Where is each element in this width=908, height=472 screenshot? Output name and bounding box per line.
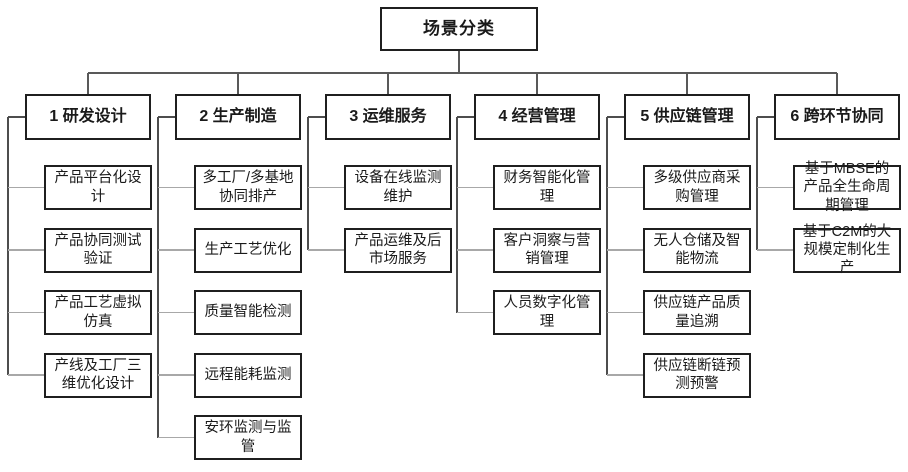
- leaf-node-2-3: 质量智能检测: [194, 290, 302, 335]
- leaf-node-3-1: 设备在线监测维护: [344, 165, 452, 210]
- category-node-3: 3 运维服务: [325, 94, 451, 140]
- connector-top-bus: [88, 72, 837, 74]
- leaf-node-4-2: 客户洞察与营销管理: [493, 227, 601, 273]
- connector-header-stub-1: [8, 116, 25, 118]
- connector-leaf-stub-5-2: [607, 249, 643, 251]
- connector-leaf-stub-2-5: [158, 436, 194, 439]
- connector-leaf-stub-4-2: [457, 249, 493, 251]
- connector-leaf-stub-5-4: [607, 374, 643, 376]
- connector-leaf-stub-2-2: [158, 249, 194, 251]
- connector-header-stub-3: [308, 116, 325, 118]
- leaf-node-1-1: 产品平台化设计: [44, 165, 152, 210]
- leaf-node-4-1: 财务智能化管理: [493, 165, 601, 210]
- connector-leaf-stub-3-2: [308, 249, 344, 251]
- connector-drop-4: [536, 73, 538, 94]
- connector-leaf-stub-6-2: [757, 249, 793, 251]
- connector-drop-6: [836, 73, 838, 94]
- leaf-node-2-1: 多工厂/多基地协同排产: [194, 165, 302, 210]
- connector-side-line-2: [157, 117, 159, 438]
- leaf-node-1-2: 产品协同测试验证: [44, 227, 152, 273]
- leaf-node-2-2: 生产工艺优化: [194, 227, 302, 273]
- leaf-node-3-2: 产品运维及后市场服务: [344, 227, 452, 273]
- connector-leaf-stub-2-4: [158, 374, 194, 376]
- connector-leaf-stub-4-3: [457, 311, 493, 314]
- leaf-node-6-2: 基于C2M的大规模定制化生产: [793, 224, 901, 276]
- connector-header-stub-6: [757, 116, 774, 118]
- connector-leaf-stub-5-3: [607, 311, 643, 314]
- connector-header-stub-2: [158, 116, 175, 118]
- leaf-node-5-2: 无人仓储及智能物流: [643, 227, 751, 273]
- connector-side-line-5: [606, 117, 608, 375]
- connector-side-line-4: [456, 117, 458, 313]
- category-node-5: 5 供应链管理: [624, 94, 750, 140]
- connector-drop-5: [686, 73, 688, 94]
- connector-leaf-stub-2-1: [158, 186, 194, 189]
- connector-header-stub-5: [607, 116, 624, 118]
- connector-drop-2: [237, 73, 239, 94]
- connector-root-drop: [458, 51, 460, 73]
- category-node-6: 6 跨环节协同: [774, 94, 900, 140]
- connector-leaf-stub-2-3: [158, 311, 194, 314]
- connector-side-line-3: [307, 117, 309, 250]
- leaf-node-2-4: 远程能耗监测: [194, 352, 302, 398]
- leaf-node-2-5: 安环监测与监管: [194, 415, 302, 460]
- connector-leaf-stub-4-1: [457, 186, 493, 189]
- connector-leaf-stub-1-2: [8, 249, 44, 251]
- connector-leaf-stub-5-1: [607, 186, 643, 189]
- connector-leaf-stub-6-1: [757, 186, 793, 189]
- connector-drop-3: [387, 73, 389, 94]
- connector-side-line-6: [756, 117, 758, 250]
- leaf-node-4-3: 人员数字化管理: [493, 290, 601, 335]
- category-node-2: 2 生产制造: [175, 94, 301, 140]
- connector-side-line-1: [7, 117, 9, 375]
- leaf-node-5-4: 供应链断链预测预警: [643, 352, 751, 398]
- category-node-1: 1 研发设计: [25, 94, 151, 140]
- leaf-node-5-3: 供应链产品质量追溯: [643, 290, 751, 335]
- category-node-4: 4 经营管理: [474, 94, 600, 140]
- root-node: 场景分类: [380, 7, 538, 51]
- connector-leaf-stub-1-4: [8, 374, 44, 376]
- leaf-node-5-1: 多级供应商采购管理: [643, 165, 751, 210]
- leaf-node-6-1: 基于MBSE的产品全生命周期管理: [793, 161, 901, 214]
- connector-header-stub-4: [457, 116, 474, 118]
- leaf-node-1-4: 产线及工厂三维优化设计: [44, 352, 152, 398]
- connector-leaf-stub-1-1: [8, 186, 44, 189]
- connector-leaf-stub-1-3: [8, 311, 44, 314]
- leaf-node-1-3: 产品工艺虚拟仿真: [44, 290, 152, 335]
- connector-drop-1: [87, 73, 89, 94]
- connector-leaf-stub-3-1: [308, 186, 344, 189]
